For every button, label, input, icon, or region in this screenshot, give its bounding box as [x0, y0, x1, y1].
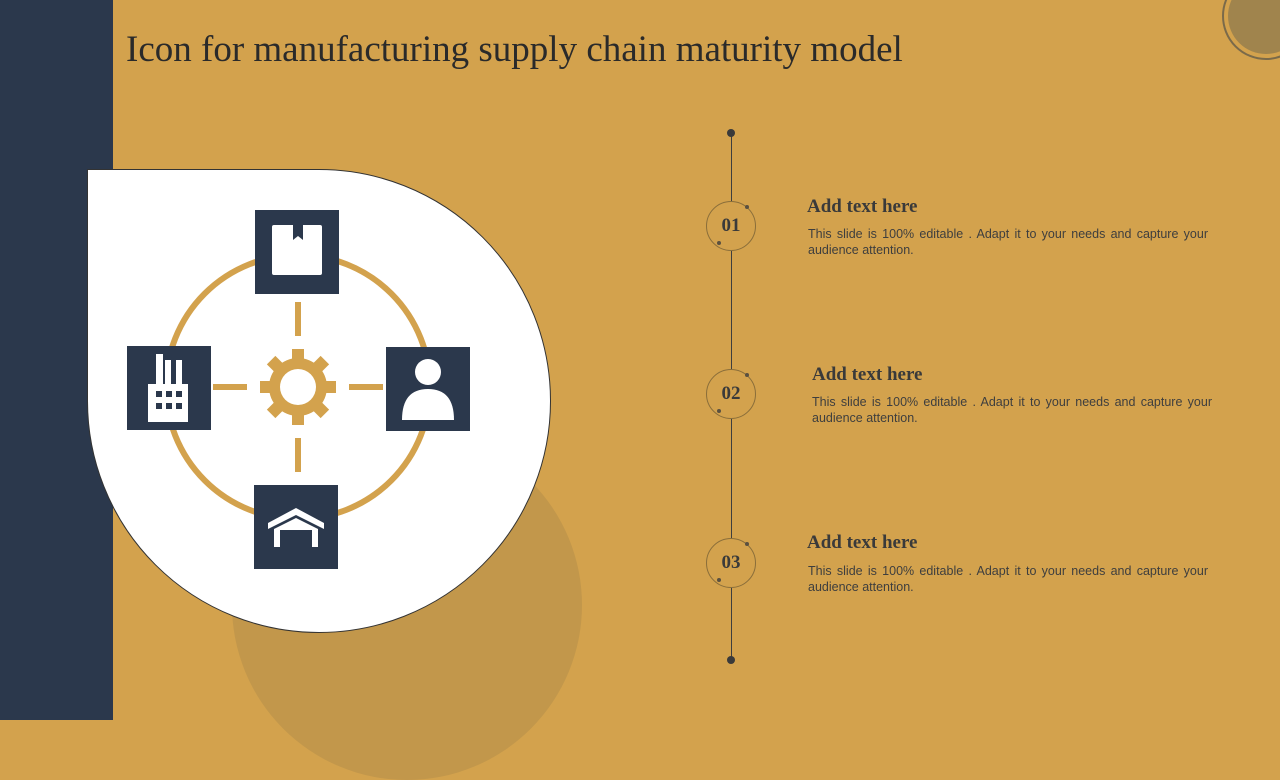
step-heading: Add text here	[807, 196, 918, 217]
gear-icon	[260, 349, 336, 425]
timeline-end-dot	[727, 656, 735, 664]
factory-icon-box	[127, 346, 211, 430]
step-description: This slide is 100% editable . Adapt it t…	[808, 227, 1208, 257]
step-number: 02	[721, 383, 741, 404]
document-icon-box	[255, 210, 339, 294]
person-icon	[402, 359, 454, 420]
document-icon	[272, 225, 322, 275]
diagram-connectors	[213, 302, 383, 472]
timeline-start-dot	[727, 129, 735, 137]
step-heading: Add text here	[812, 364, 923, 385]
step-heading: Add text here	[807, 532, 918, 553]
step-number-badge: 02	[706, 369, 756, 419]
step-number-badge: 01	[706, 201, 756, 251]
step-description: This slide is 100% editable . Adapt it t…	[808, 564, 1208, 594]
step-description: This slide is 100% editable . Adapt it t…	[812, 395, 1212, 425]
warehouse-icon-box	[254, 485, 338, 569]
step-number: 01	[721, 215, 741, 236]
person-icon-box	[386, 347, 470, 431]
factory-icon	[148, 354, 188, 422]
step-number-badge: 03	[706, 538, 756, 588]
warehouse-icon	[268, 508, 324, 547]
step-number: 03	[721, 552, 741, 573]
slide-title: Icon for manufacturing supply chain matu…	[126, 29, 903, 70]
